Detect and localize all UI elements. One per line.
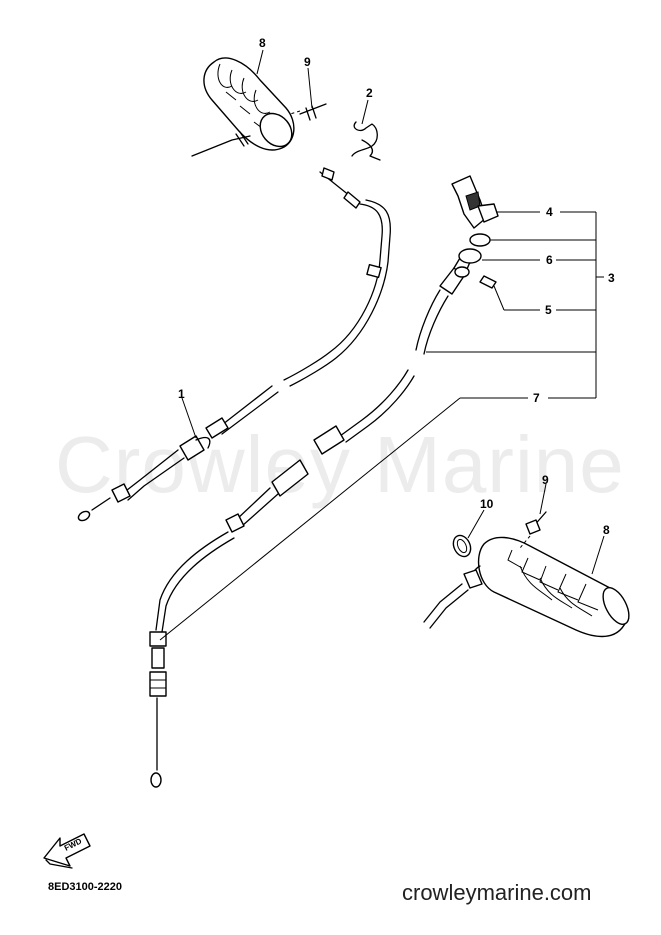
fwd-arrow-icon: FWD (43, 833, 91, 869)
screw-top[interactable] (289, 103, 327, 121)
clip[interactable] (351, 121, 381, 161)
grip-top[interactable] (191, 57, 298, 157)
callout-1: 1 (178, 387, 185, 401)
ring-10[interactable] (450, 533, 474, 560)
cable-7[interactable] (149, 257, 471, 788)
screw-bottom[interactable] (519, 511, 547, 549)
callout-8-top: 8 (259, 36, 266, 50)
callout-9-top: 9 (304, 55, 311, 69)
callout-9-bottom: 9 (542, 473, 549, 487)
grip-bottom[interactable] (423, 536, 634, 638)
throttle-lever-assembly[interactable] (451, 175, 499, 289)
leader-lines (159, 49, 605, 641)
callout-3: 3 (608, 271, 615, 285)
callout-4: 4 (546, 205, 553, 219)
callout-7: 7 (533, 391, 540, 405)
callout-10: 10 (480, 497, 494, 511)
diagram-code: 8ED3100-2220 (48, 881, 122, 893)
callout-2: 2 (366, 86, 373, 100)
callout-8-bottom: 8 (603, 523, 610, 537)
cable-1[interactable] (77, 167, 392, 522)
callout-5: 5 (545, 303, 552, 317)
callout-6: 6 (546, 253, 553, 267)
site-label: crowleymarine.com (402, 880, 592, 905)
